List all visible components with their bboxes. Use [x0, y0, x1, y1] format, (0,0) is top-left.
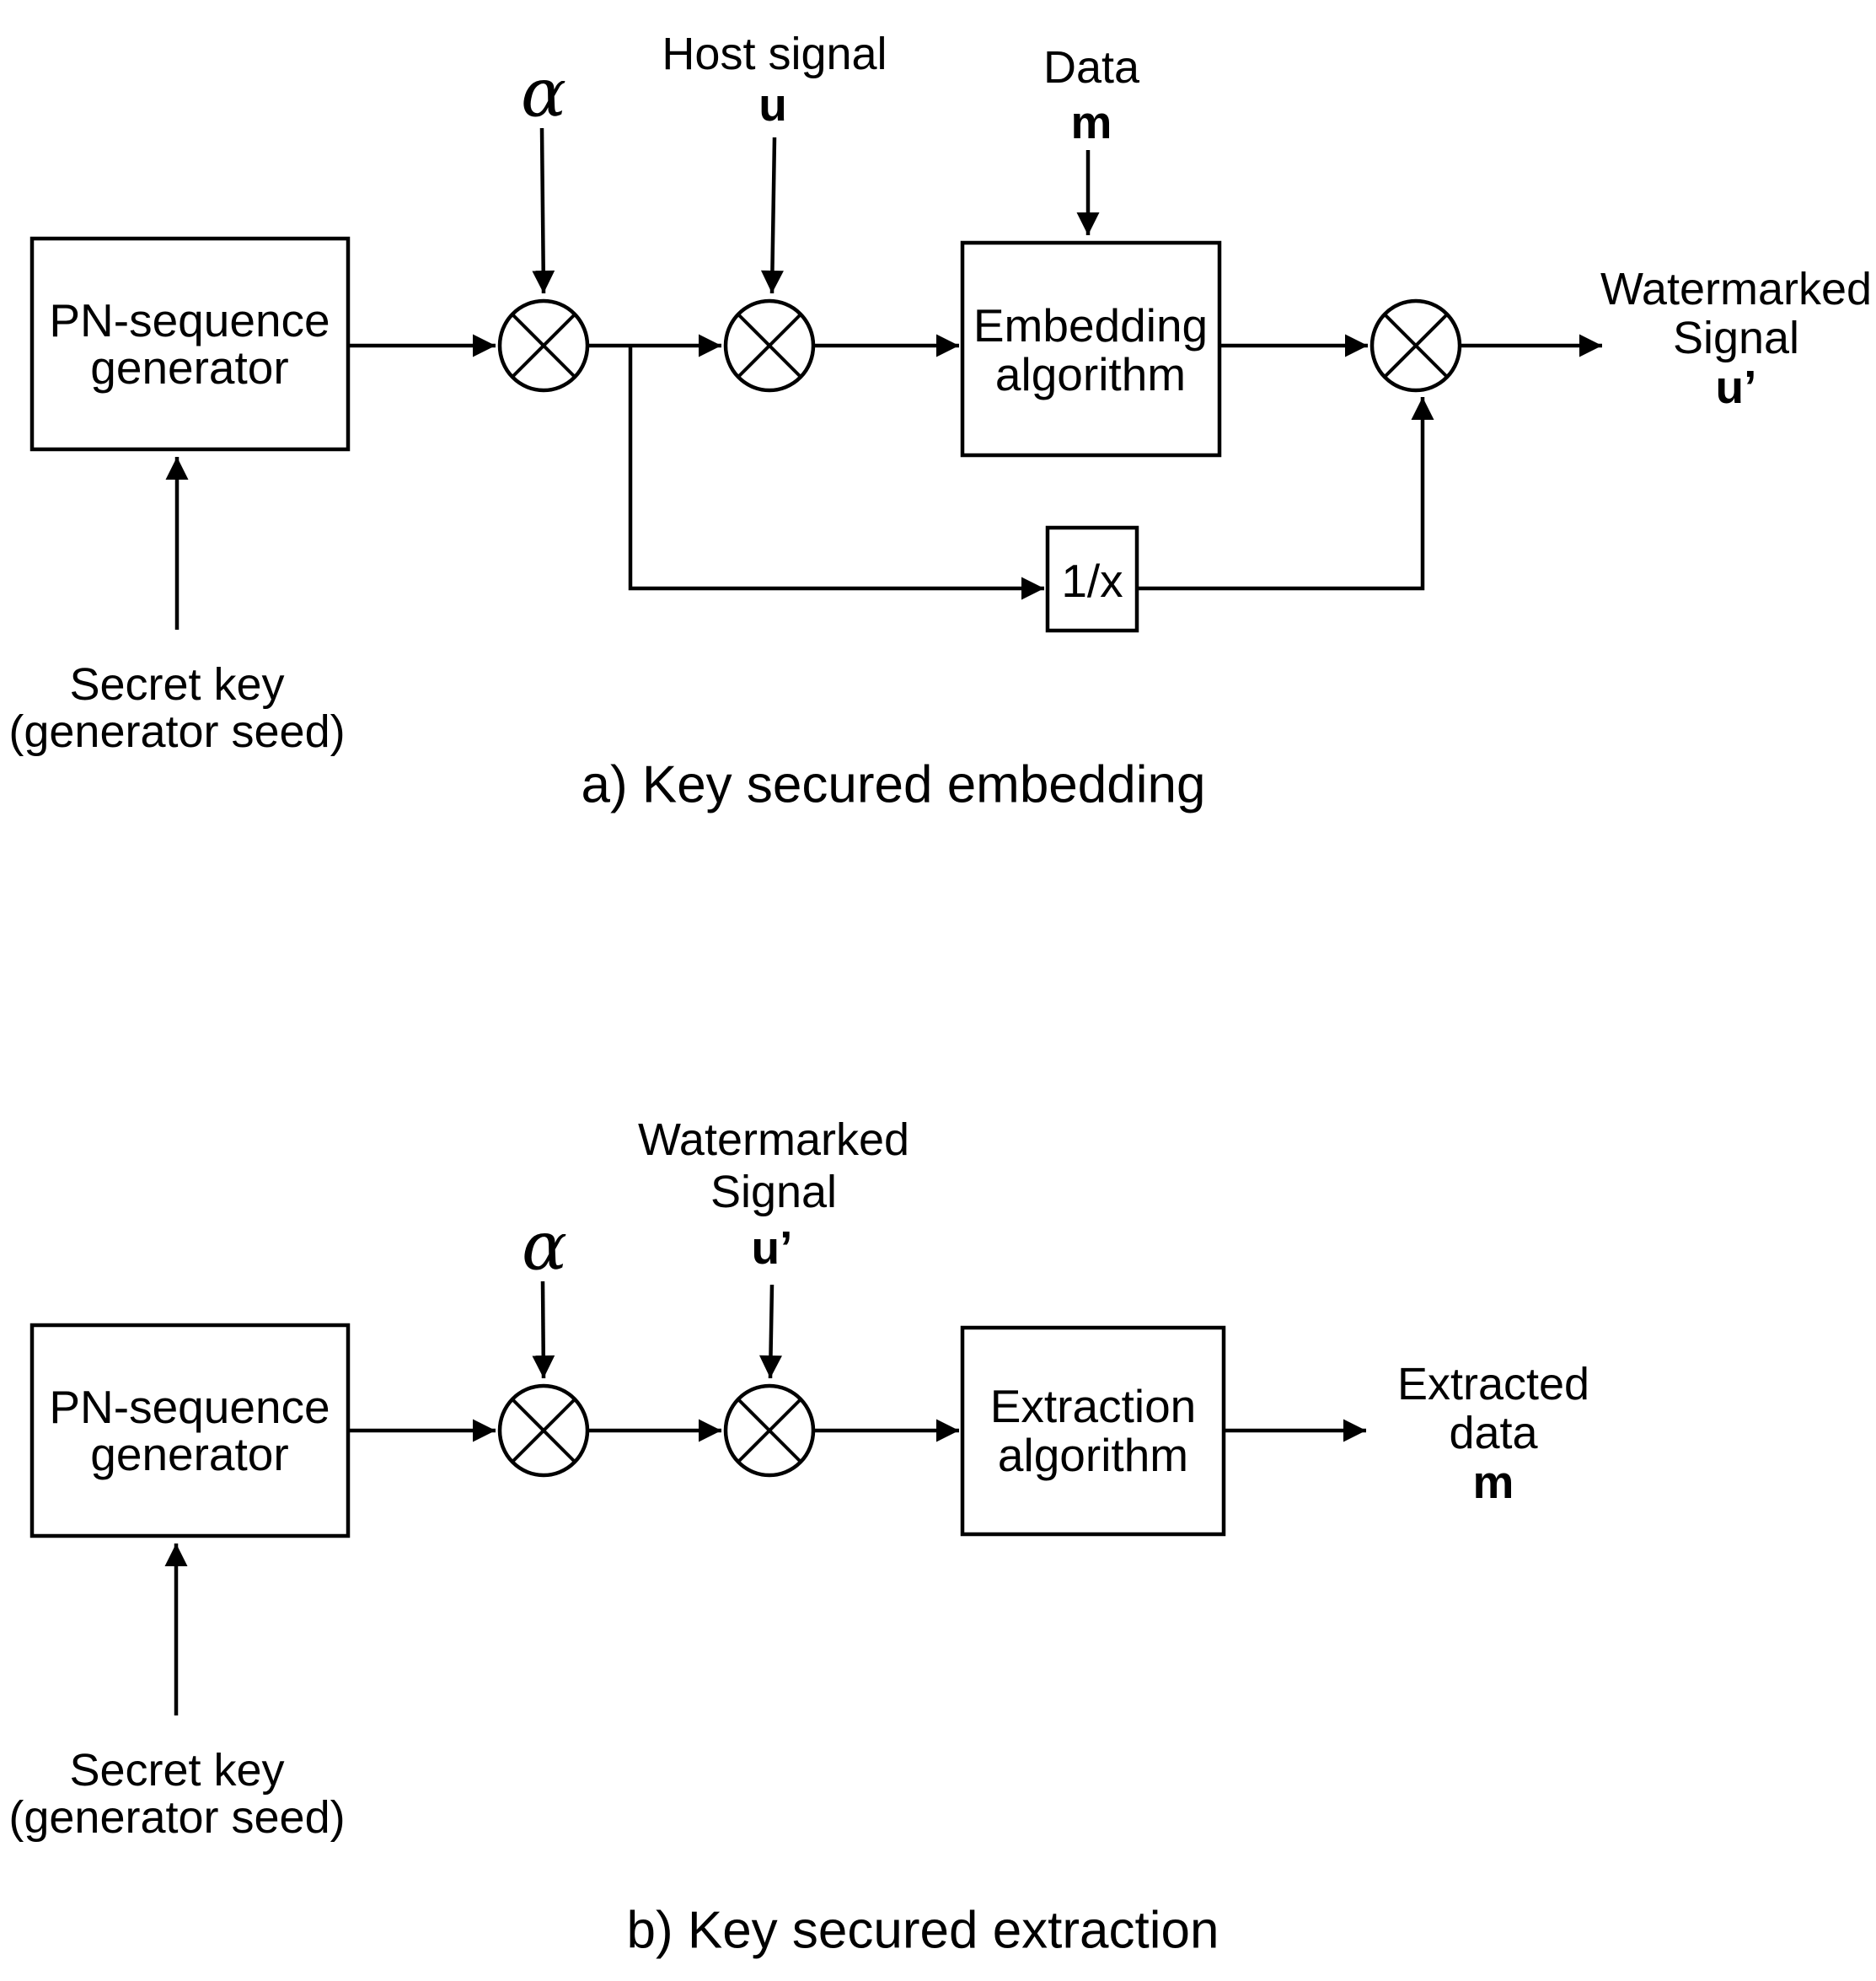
- embedding-label-line2: algorithm: [995, 348, 1186, 400]
- extraction-label-line1: Extraction: [990, 1380, 1197, 1432]
- data-symbol: m: [1071, 96, 1112, 148]
- wire-inverse-to-multiplier3: [1137, 397, 1434, 591]
- multiplier2-node-a: [723, 298, 816, 393]
- caption-a: a) Key secured embedding: [581, 756, 1205, 814]
- host-signal-label: Host signal: [662, 29, 887, 79]
- multiply-icon: [1383, 313, 1449, 378]
- watermarked-label-line1-a: Watermarked: [1600, 264, 1872, 314]
- alpha-label-a: α: [521, 54, 566, 132]
- caption-b: b) Key secured extraction: [626, 1902, 1219, 1960]
- pn-generator-label-line1-b: PN-sequence: [49, 1381, 330, 1433]
- watermarked-symbol-b: u’: [752, 1221, 793, 1274]
- inverse-label: 1/x: [1061, 555, 1123, 607]
- pn-generator-label-line2-a: generator: [90, 341, 288, 394]
- multiplier2-node-b: [723, 1383, 816, 1478]
- secret-key-label-line2-a: (generator seed): [8, 706, 345, 757]
- extraction-algorithm-box: [960, 1325, 1226, 1537]
- secret-key-label-line1-b: Secret key: [69, 1745, 284, 1796]
- diagram-a-embedding: PN-sequence generator α Host signal u Da…: [8, 29, 1872, 814]
- alpha-label-b: α: [522, 1207, 567, 1286]
- extracted-data-label-line1: Extracted: [1397, 1359, 1589, 1409]
- embedding-label-line1: Embedding: [973, 299, 1208, 352]
- multiply-icon: [511, 1398, 576, 1463]
- arrow-alpha-down-a: [532, 127, 555, 294]
- multiply-icon: [737, 313, 802, 378]
- secret-key-label-line2-b: (generator seed): [8, 1792, 345, 1843]
- pn-sequence-generator-box-b: [29, 1323, 351, 1538]
- diagram-b-extraction: PN-sequence generator α Watermarked Sign…: [8, 1114, 1589, 1960]
- multiplier1-node-b: [497, 1383, 590, 1478]
- data-label: Data: [1043, 42, 1140, 93]
- host-signal-symbol: u: [758, 78, 787, 131]
- extraction-label-line2: algorithm: [998, 1429, 1188, 1481]
- embedding-algorithm-box: [960, 240, 1222, 458]
- pn-generator-label-line1-a: PN-sequence: [49, 294, 330, 346]
- wire-branch-to-inverse: [628, 346, 1044, 600]
- inverse-box: [1045, 525, 1139, 633]
- arrow-alpha-down-b: [532, 1280, 555, 1379]
- watermarked-label-line2-a: Signal: [1673, 313, 1799, 363]
- secret-key-label-line1-a: Secret key: [69, 659, 284, 710]
- watermarked-label-line2-b: Signal: [710, 1167, 837, 1217]
- extracted-data-symbol: m: [1473, 1456, 1514, 1508]
- watermarked-label-line1-b: Watermarked: [638, 1114, 909, 1165]
- arrow-host-signal-down: [760, 137, 784, 294]
- multiply-icon: [511, 313, 576, 378]
- extracted-data-label-line2: data: [1449, 1408, 1538, 1458]
- multiplier3-node-a: [1369, 298, 1462, 393]
- pn-sequence-generator-box-a: [29, 236, 351, 452]
- multiply-icon: [737, 1398, 802, 1463]
- pn-generator-label-line2-b: generator: [90, 1428, 288, 1480]
- watermarked-symbol-a: u’: [1716, 361, 1757, 413]
- arrow-watermarked-down-b: [758, 1284, 782, 1379]
- multiplier1-node-a: [497, 298, 590, 393]
